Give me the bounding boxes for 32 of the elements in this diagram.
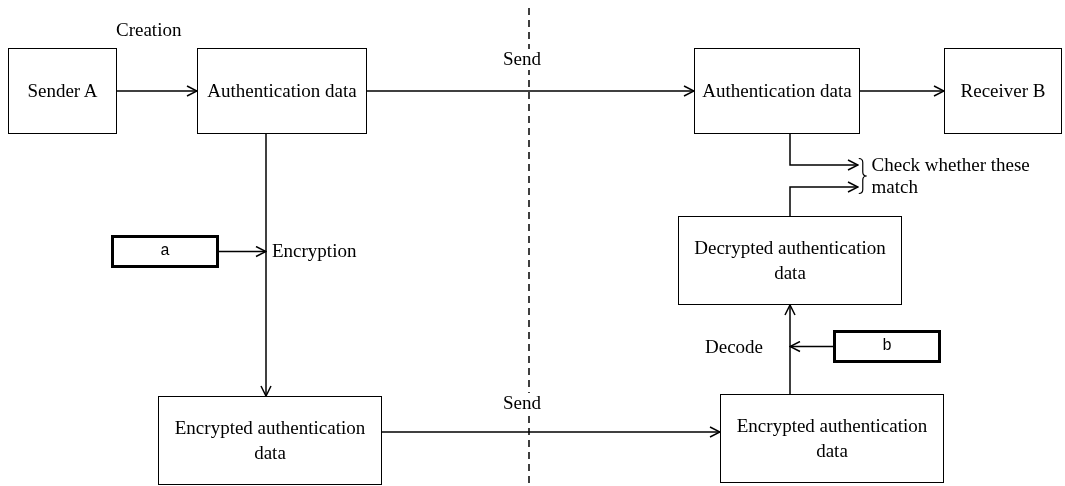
arrow: [789, 181, 859, 217]
note-text: Check whether these match: [871, 154, 1031, 198]
process-box: [944, 48, 1062, 134]
arrow: [260, 133, 272, 397]
key-box: [111, 235, 219, 268]
arrow: [366, 85, 695, 97]
arrow: [381, 426, 721, 438]
box-label: Encrypted authentication data: [735, 413, 929, 463]
process-box: [678, 216, 902, 305]
arrow: [859, 85, 945, 97]
arrow: [218, 245, 267, 258]
box-label: Receiver B: [960, 78, 1046, 103]
arrow: [789, 340, 834, 353]
box-label: Decrypted authentication data: [693, 235, 887, 285]
arrow: [789, 133, 859, 171]
box-label: a: [160, 241, 170, 262]
box-label: b: [882, 336, 892, 357]
process-box: [694, 48, 860, 134]
process-box: [720, 394, 944, 483]
box-label: Authentication data: [207, 78, 357, 103]
edge-label: Send: [503, 393, 541, 414]
edge-label: Send: [503, 49, 541, 70]
box-label: Authentication data: [702, 78, 852, 103]
process-box: [8, 48, 117, 134]
box-label: Encrypted authentication data: [173, 415, 367, 465]
arrow: [784, 304, 796, 395]
process-box: [158, 396, 382, 485]
edge-label: Encryption: [272, 241, 357, 262]
process-box: [197, 48, 367, 134]
key-box: [833, 330, 941, 363]
box-label: Sender A: [27, 78, 98, 103]
arrow: [116, 85, 198, 97]
